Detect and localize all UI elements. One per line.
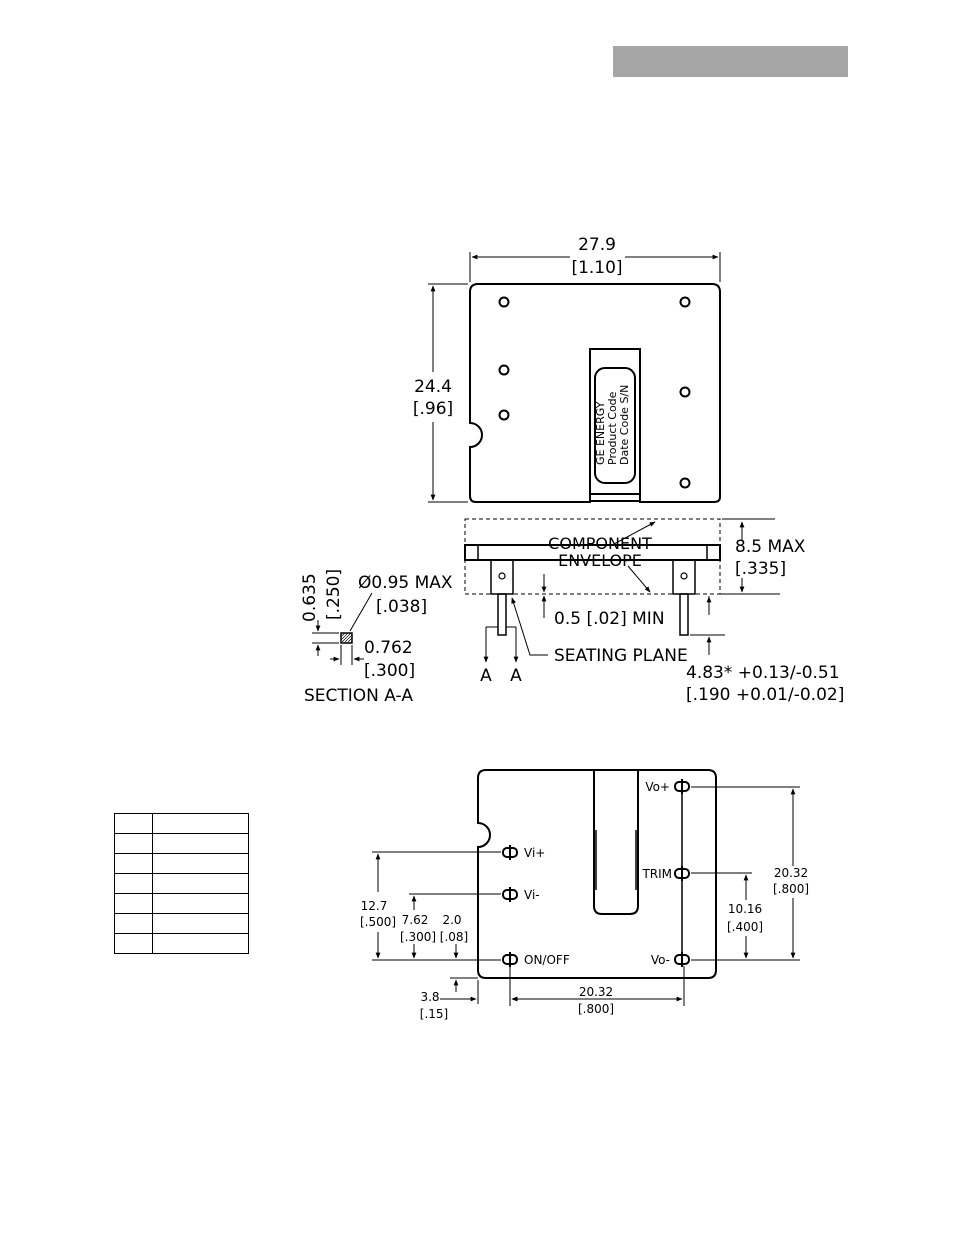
table-cell [114, 873, 153, 894]
table-cell [114, 913, 153, 934]
table-cell [152, 893, 249, 914]
component-label: COMPONENT [548, 534, 652, 553]
product-label [594, 367, 636, 484]
table-row [114, 893, 249, 914]
seating-plane-label: SEATING PLANE [554, 646, 688, 666]
dim-20-32-v-in: [.800] [773, 882, 809, 896]
pin-left [497, 593, 507, 636]
dim-20-32-h-in: [.800] [578, 1002, 614, 1016]
side-view: COMPONENT ENVELOPE 8.5 MAX [.335] 0.5 [.… [464, 518, 844, 705]
dim-2-0-in: [.08] [440, 930, 468, 944]
pin-label-vo-minus: Vo- [651, 953, 670, 967]
table-row [114, 813, 249, 834]
standoff-label: 0.5 [.02] MIN [554, 609, 665, 629]
max-height-in-label: [.335] [735, 559, 786, 579]
header-bar [613, 46, 848, 77]
pin-label-vi-minus: Vi- [524, 888, 540, 902]
table-cell [152, 933, 249, 954]
table-cell [114, 893, 153, 914]
table-row [114, 853, 249, 874]
table-cell [152, 833, 249, 854]
table-cell [152, 913, 249, 934]
pin-length-in-label: [.190 +0.01/-0.02] [686, 685, 844, 705]
dim-12-7-mm: 12.7 [361, 899, 388, 913]
dim-20-32-h-mm: 20.32 [579, 985, 613, 999]
envelope-label: ENVELOPE [558, 551, 642, 570]
pin-table [114, 813, 249, 954]
label-text: GE ENERGY Product Code Date Code S/N [594, 385, 631, 465]
table-cell [114, 833, 153, 854]
height-mm-label: 24.4 [414, 377, 452, 397]
dim-3-8-in: [.15] [420, 1007, 448, 1021]
pin-label-vi-plus: Vi+ [524, 846, 545, 860]
label-line-2: Product Code [606, 391, 619, 465]
table-cell [152, 813, 249, 834]
label-line-1: GE ENERGY [594, 401, 607, 465]
section-aa-title: SECTION A-A [304, 686, 413, 706]
section-width-in-label: [.300] [364, 661, 415, 681]
section-width-mm-label: 0.762 [364, 638, 413, 658]
pin-cross-section [340, 632, 353, 644]
label-line-3: Date Code S/N [618, 385, 631, 465]
dim-2-0-mm: 2.0 [442, 913, 461, 927]
section-mark-right: A [510, 666, 522, 686]
top-view-outline [469, 283, 721, 503]
section-height-in-label: [.250] [324, 569, 344, 620]
max-height-mm-label: 8.5 MAX [735, 537, 806, 557]
dim-10-16-in: [.400] [727, 920, 763, 934]
pin-length-mm-label: 4.83* +0.13/-0.51 [686, 663, 840, 683]
table-row [114, 933, 249, 954]
bottom-view-outline [477, 769, 717, 979]
width-mm-label: 27.9 [578, 235, 616, 255]
dim-20-32-v-mm: 20.32 [774, 866, 808, 880]
table-row [114, 833, 249, 854]
table-row [114, 873, 249, 894]
section-mark-left: A [480, 666, 492, 686]
dim-3-8-mm: 3.8 [420, 990, 439, 1004]
dim-7-62-mm: 7.62 [402, 913, 429, 927]
section-height-mm-label: 0.635 [300, 573, 320, 622]
component-envelope-box [464, 518, 721, 595]
diameter-mm-label: Ø0.95 MAX [358, 573, 453, 593]
pcb-board [464, 544, 721, 561]
width-in-label: [1.10] [571, 258, 622, 278]
pin-label-vo-plus: Vo+ [645, 780, 670, 794]
pin-right [679, 593, 689, 636]
mounting-holes [498, 296, 691, 489]
table-cell [114, 813, 153, 834]
dim-10-16-mm: 10.16 [728, 902, 762, 916]
bottom-label-recess [593, 771, 639, 915]
pin-label-trim: TRIM [641, 867, 672, 881]
dim-12-7-in: [.500] [360, 915, 396, 929]
table-cell [114, 853, 153, 874]
top-view: GE ENERGY Product Code Date Code S/N 27.… [413, 235, 721, 503]
height-in-label: [.96] [413, 399, 453, 419]
bottom-view: Vi+ Vi- ON/OFF Vo+ TRIM Vo- 12.7 [.500] … [360, 769, 809, 1021]
table-row [114, 913, 249, 934]
dim-7-62-in: [.300] [400, 930, 436, 944]
table-cell [152, 853, 249, 874]
label-recess [589, 348, 641, 502]
table-cell [152, 873, 249, 894]
diameter-in-label: [.038] [376, 597, 427, 617]
pin-label-on-off: ON/OFF [524, 953, 570, 967]
section-aa: Ø0.95 MAX [.038] 0.635 [.250] 0.762 [.30… [300, 569, 453, 706]
table-cell [114, 933, 153, 954]
